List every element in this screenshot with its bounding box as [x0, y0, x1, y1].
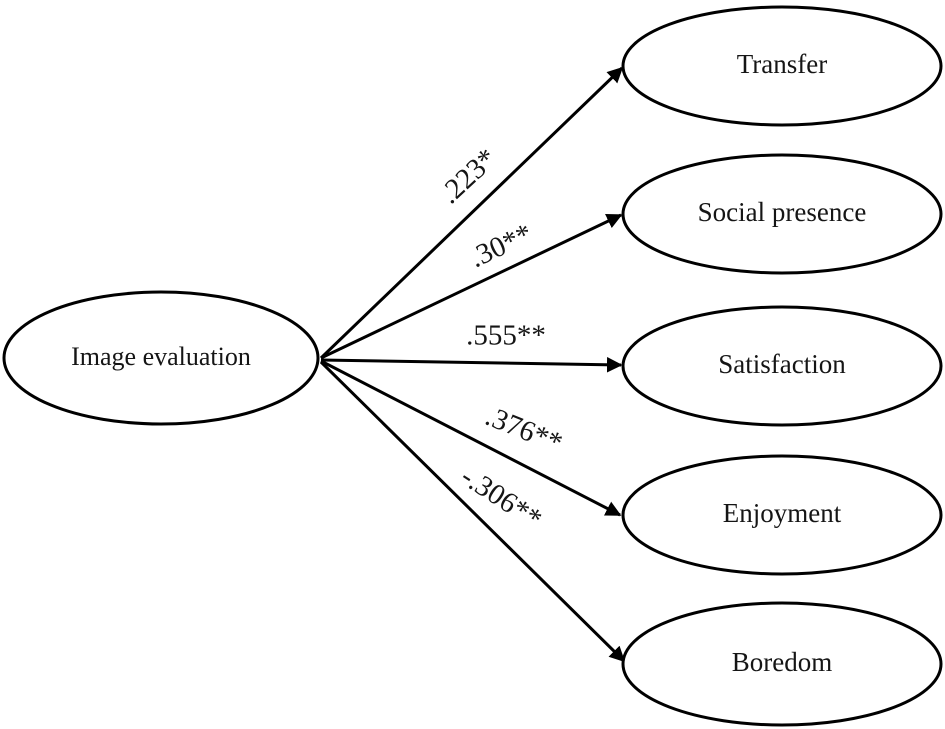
path-arrow-transfer[interactable]: [319, 66, 624, 360]
path-arrow-satisfaction[interactable]: [320, 356, 623, 373]
node-social-presence[interactable]: Social presence: [621, 153, 943, 275]
node-boredom[interactable]: Boredom: [621, 601, 943, 727]
node-label-transfer: Transfer: [737, 49, 828, 79]
path-coefficient-transfer: .223*: [434, 142, 504, 210]
node-ellipse-image-evaluation: [2, 290, 320, 426]
node-ellipse-enjoyment: [621, 454, 943, 576]
node-ellipse-social-presence: [621, 153, 943, 275]
node-transfer[interactable]: Transfer: [621, 5, 943, 127]
node-label-image-evaluation: Image evaluation: [71, 342, 251, 371]
node-label-social-presence: Social presence: [698, 197, 867, 227]
path-line-boredom: [319, 360, 626, 663]
path-arrow-social-presence[interactable]: [320, 213, 623, 360]
node-ellipse-boredom: [621, 601, 943, 727]
path-coefficient-social-presence: .30**: [465, 218, 538, 275]
paths-layer: [319, 66, 626, 663]
node-satisfaction[interactable]: Satisfaction: [621, 305, 943, 427]
path-arrow-enjoyment[interactable]: [320, 359, 622, 517]
path-coefficient-satisfaction: .555**: [466, 320, 546, 352]
path-line-enjoyment: [320, 359, 622, 517]
path-arrow-boredom[interactable]: [319, 360, 626, 663]
node-ellipse-satisfaction: [621, 305, 943, 427]
node-enjoyment[interactable]: Enjoyment: [621, 454, 943, 576]
path-line-satisfaction: [320, 356, 623, 373]
node-label-boredom: Boredom: [732, 647, 833, 677]
path-line-social-presence: [320, 213, 623, 360]
node-label-enjoyment: Enjoyment: [723, 498, 842, 528]
node-ellipse-transfer: [621, 5, 943, 127]
path-line-transfer: [319, 66, 624, 360]
node-image-evaluation[interactable]: Image evaluation: [2, 290, 320, 426]
node-label-satisfaction: Satisfaction: [718, 349, 846, 379]
